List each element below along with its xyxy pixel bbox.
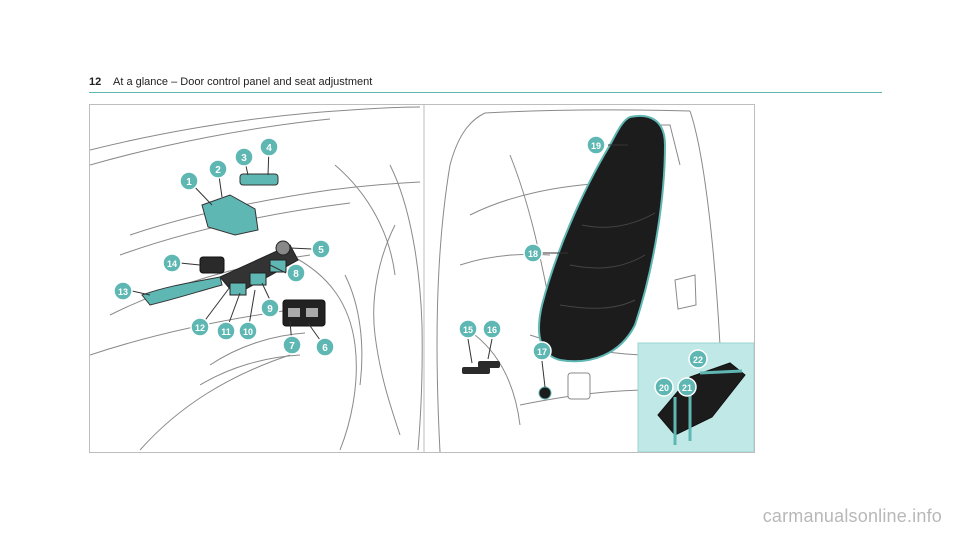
svg-text:4: 4 bbox=[266, 143, 272, 154]
callout-8: 8 bbox=[286, 263, 306, 283]
callout-leaders-seat bbox=[467, 144, 628, 388]
callout-badges: 1 2 3 4 5 6 7 8 9 10 11 12 13 14 15 16 1… bbox=[113, 135, 708, 397]
callout-11: 11 bbox=[216, 321, 236, 341]
watermark: carmanualsonline.info bbox=[762, 506, 942, 526]
svg-text:16: 16 bbox=[487, 325, 497, 335]
callout-7: 7 bbox=[282, 335, 302, 355]
callout-12: 12 bbox=[190, 317, 210, 337]
seat-illustration bbox=[462, 115, 667, 400]
seat-switch-assembly bbox=[201, 173, 279, 236]
figure-illustration: 1 2 3 4 5 6 7 8 9 10 11 12 13 14 15 16 1… bbox=[90, 105, 754, 452]
callout-18: 18 bbox=[523, 243, 543, 263]
svg-text:5: 5 bbox=[318, 245, 324, 256]
svg-text:8: 8 bbox=[293, 269, 299, 280]
callout-3: 3 bbox=[234, 147, 254, 167]
callout-16: 16 bbox=[482, 319, 502, 339]
figure-panel: 1 2 3 4 5 6 7 8 9 10 11 12 13 14 15 16 1… bbox=[89, 104, 755, 453]
svg-text:7: 7 bbox=[289, 341, 295, 352]
callout-17: 17 bbox=[532, 341, 552, 361]
svg-text:18: 18 bbox=[528, 249, 538, 259]
callout-2: 2 bbox=[208, 159, 228, 179]
svg-text:1: 1 bbox=[186, 177, 192, 188]
door-handle bbox=[141, 276, 223, 306]
door-panel-illustration bbox=[90, 106, 423, 451]
svg-text:3: 3 bbox=[241, 153, 247, 164]
svg-text:17: 17 bbox=[537, 347, 547, 357]
svg-text:6: 6 bbox=[322, 343, 328, 354]
svg-text:13: 13 bbox=[118, 287, 128, 297]
svg-text:10: 10 bbox=[243, 327, 253, 337]
callout-4: 4 bbox=[259, 137, 279, 157]
page-number: 12 bbox=[89, 76, 102, 88]
callout-14: 14 bbox=[162, 253, 182, 273]
callout-20: 20 bbox=[654, 377, 674, 397]
callout-21: 21 bbox=[677, 377, 697, 397]
window-switch-block bbox=[199, 240, 326, 327]
callout-19: 19 bbox=[586, 135, 606, 155]
svg-text:15: 15 bbox=[463, 325, 473, 335]
callout-9: 9 bbox=[260, 298, 280, 318]
callout-1: 1 bbox=[179, 171, 199, 191]
svg-text:14: 14 bbox=[167, 259, 177, 269]
svg-text:21: 21 bbox=[682, 383, 692, 393]
svg-text:22: 22 bbox=[693, 355, 703, 365]
svg-text:2: 2 bbox=[215, 165, 221, 176]
callout-13: 13 bbox=[113, 281, 133, 301]
callout-10: 10 bbox=[238, 321, 258, 341]
callout-15: 15 bbox=[458, 319, 478, 339]
callout-6: 6 bbox=[315, 337, 335, 357]
svg-text:19: 19 bbox=[591, 141, 601, 151]
callout-22: 22 bbox=[688, 349, 708, 369]
svg-text:9: 9 bbox=[267, 304, 273, 315]
page-title: At a glance – Door control panel and sea… bbox=[113, 76, 373, 88]
svg-text:12: 12 bbox=[195, 323, 205, 333]
svg-text:11: 11 bbox=[221, 327, 231, 337]
header-rule bbox=[89, 92, 882, 93]
page-header: 12 At a glance – Door control panel and … bbox=[89, 76, 882, 92]
svg-text:20: 20 bbox=[659, 383, 669, 393]
callout-5: 5 bbox=[311, 239, 331, 259]
